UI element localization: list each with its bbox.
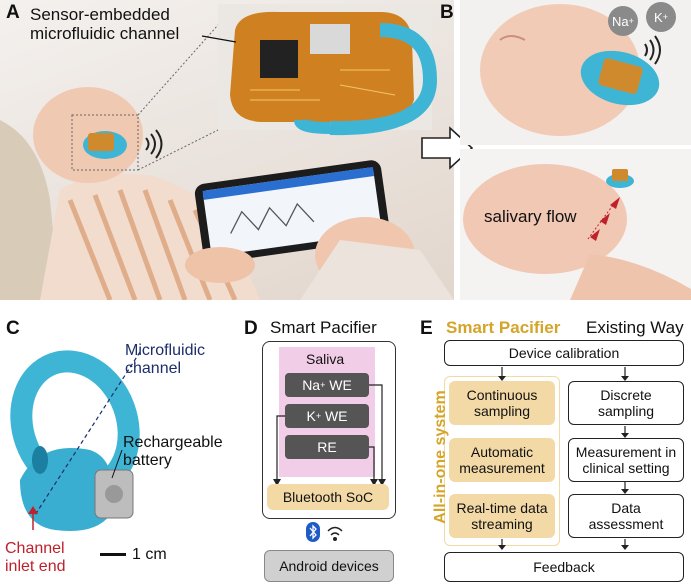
channel-inlet-label: Channel inlet end xyxy=(5,540,66,575)
smart-step-continuous: Continuous sampling xyxy=(449,381,555,425)
smart-pacifier-header: Smart Pacifier xyxy=(446,318,561,337)
smart-step-automatic: Automatic measurement xyxy=(449,438,555,482)
k-ion-text: K xyxy=(654,9,663,25)
wireless-icon xyxy=(327,526,343,541)
scale-bar-label: 1 cm xyxy=(132,546,167,563)
k-ion-sup: + xyxy=(662,12,668,22)
existing-step-assessment: Data assessment xyxy=(568,494,684,538)
saliva-label: Saliva xyxy=(306,351,345,367)
na-we-sup: + xyxy=(320,379,326,390)
rechargeable-battery-label: Rechargeable battery xyxy=(123,434,223,469)
bluetooth-soc-box: Bluetooth SoC xyxy=(267,484,389,510)
k-we-text: K xyxy=(306,407,316,424)
na-we-text: Na xyxy=(302,376,321,393)
smart-pacifier-outline xyxy=(262,341,396,519)
panel-label-e: E xyxy=(420,318,433,339)
na-ion-sup: + xyxy=(628,16,634,26)
re-electrode: RE xyxy=(285,435,369,459)
panel-label-b: B xyxy=(440,2,454,23)
k-we-suffix: WE xyxy=(321,407,348,424)
panel-label-c: C xyxy=(6,318,20,339)
callout-leader-line xyxy=(201,35,237,43)
panel-label-d: D xyxy=(244,318,258,339)
panel-label-a: A xyxy=(6,2,20,23)
k-ion-badge: K+ xyxy=(646,2,676,32)
k-we-sup: + xyxy=(315,410,322,421)
panel-b-top-photo: Na+ K+ xyxy=(460,0,691,145)
na-ion-badge: Na+ xyxy=(608,6,638,36)
na-ion-text: Na xyxy=(612,13,629,29)
panel-a-photo: Sensor-embedded microfluidic channel xyxy=(0,0,454,300)
smart-step-realtime: Real-time data streaming xyxy=(449,494,555,538)
electrode-wiring xyxy=(273,384,386,486)
pacifier-photo xyxy=(10,350,141,556)
flow-arrows xyxy=(498,367,629,550)
existing-step-measurement: Measurement in clinical setting xyxy=(568,438,684,482)
android-devices-box: Android devices xyxy=(264,550,394,582)
na-we-suffix: WE xyxy=(325,376,352,393)
existing-way-header: Existing Way xyxy=(586,318,684,337)
smart-pacifier-title: Smart Pacifier xyxy=(270,318,377,337)
panel-a-illustration xyxy=(0,4,454,300)
microfluidic-channel-label: Microfluidic channel xyxy=(125,342,206,377)
salivary-flow-label: salivary flow xyxy=(484,207,577,226)
existing-step-discrete: Discrete sampling xyxy=(568,381,684,425)
feedback-box: Feedback xyxy=(444,552,684,582)
device-calibration-box: Device calibration xyxy=(444,340,684,366)
k-we-electrode: K+ WE xyxy=(285,404,369,428)
callout-sensor-channel: Sensor-embedded microfluidic channel xyxy=(30,5,180,43)
panel-b-bottom-photo: salivary flow xyxy=(460,149,691,300)
bluetooth-icon xyxy=(306,522,320,542)
na-we-electrode: Na+ WE xyxy=(285,373,369,397)
